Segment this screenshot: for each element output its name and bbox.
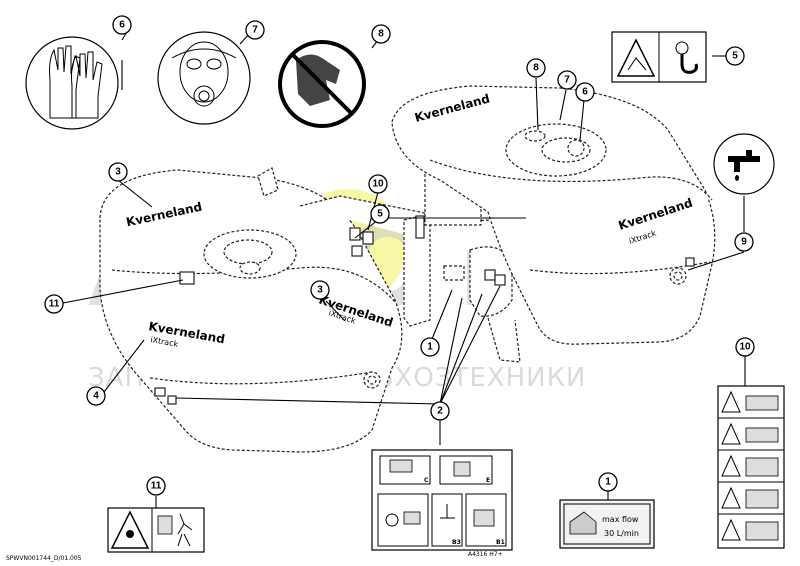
- warning-triangle-icon: [721, 486, 741, 509]
- callout-2: 2: [430, 401, 450, 421]
- decal-2: C E B3 B1 A4316 H7+: [371, 449, 513, 558]
- pump-icon: [569, 511, 597, 535]
- callout-5: 5: [725, 46, 745, 66]
- callout-11: 11: [44, 294, 64, 314]
- instruction-code: A4316 H7+: [468, 551, 503, 558]
- callout-1-center: 1: [420, 337, 440, 357]
- warning-triangle-icon: [721, 390, 741, 413]
- svg-text:8: 8: [533, 63, 539, 74]
- callout-6: 6: [112, 15, 132, 35]
- svg-text:7: 7: [564, 75, 570, 86]
- decal-1: max flow 30 L/min: [559, 499, 655, 549]
- svg-text:10: 10: [739, 342, 751, 353]
- svg-text:B3: B3: [452, 539, 461, 546]
- water-tap-icon: [713, 133, 775, 195]
- svg-text:8: 8: [378, 29, 384, 40]
- svg-text:4: 4: [93, 391, 99, 402]
- svg-text:3: 3: [115, 167, 121, 178]
- svg-text:10: 10: [372, 179, 384, 190]
- callout-5-center: 5: [370, 204, 390, 224]
- leader-lines: [62, 26, 746, 508]
- svg-text:3: 3: [317, 285, 323, 296]
- callout-8-right: 8: [526, 58, 546, 78]
- max-flow-title: max flow: [602, 515, 639, 524]
- respirator-sign-icon: [157, 31, 251, 125]
- max-flow-value: 30 L/min: [604, 529, 639, 538]
- no-touch-sign-icon: [278, 40, 366, 128]
- svg-text:6: 6: [119, 20, 125, 31]
- callout-1: 1: [598, 472, 618, 492]
- svg-text:1: 1: [605, 477, 611, 488]
- svg-text:6: 6: [582, 87, 588, 98]
- warning-triangle-icon: [721, 454, 741, 477]
- svg-text:E: E: [486, 477, 490, 484]
- decal-10: [717, 385, 785, 549]
- callout-6-right: 6: [575, 82, 595, 102]
- callout-11-bottom: 11: [146, 476, 166, 496]
- gloves-sign-icon: [25, 36, 119, 130]
- decal-5: [611, 31, 707, 83]
- center-frame: [299, 164, 531, 363]
- decal-11: [107, 507, 205, 553]
- svg-text:C: C: [424, 477, 429, 484]
- callout-9: 9: [734, 232, 754, 252]
- svg-text:B1: B1: [496, 539, 505, 546]
- callout-3-center: 3: [310, 280, 330, 300]
- svg-text:11: 11: [151, 481, 162, 492]
- callout-4: 4: [86, 386, 106, 406]
- svg-text:1: 1: [427, 342, 433, 353]
- warning-triangle-icon: [721, 518, 741, 541]
- callout-3: 3: [108, 162, 128, 182]
- callout-7-right: 7: [557, 70, 577, 90]
- svg-text:11: 11: [49, 299, 60, 310]
- left-tank: Kverneland Kverneland iXtrack Kverneland…: [99, 167, 403, 453]
- operator-icon: [177, 513, 193, 547]
- drawing-reference: SPWVN001744_D/01.005: [6, 555, 82, 562]
- svg-text:2: 2: [437, 406, 443, 417]
- callout-10: 10: [735, 337, 755, 357]
- svg-text:5: 5: [377, 209, 383, 220]
- callout-10-center: 10: [368, 174, 388, 194]
- svg-text:5: 5: [732, 51, 738, 62]
- callout-7: 7: [245, 20, 265, 40]
- warning-triangle-icon: [721, 422, 741, 445]
- svg-text:9: 9: [741, 237, 747, 248]
- svg-text:7: 7: [252, 25, 258, 36]
- callout-8: 8: [371, 24, 391, 44]
